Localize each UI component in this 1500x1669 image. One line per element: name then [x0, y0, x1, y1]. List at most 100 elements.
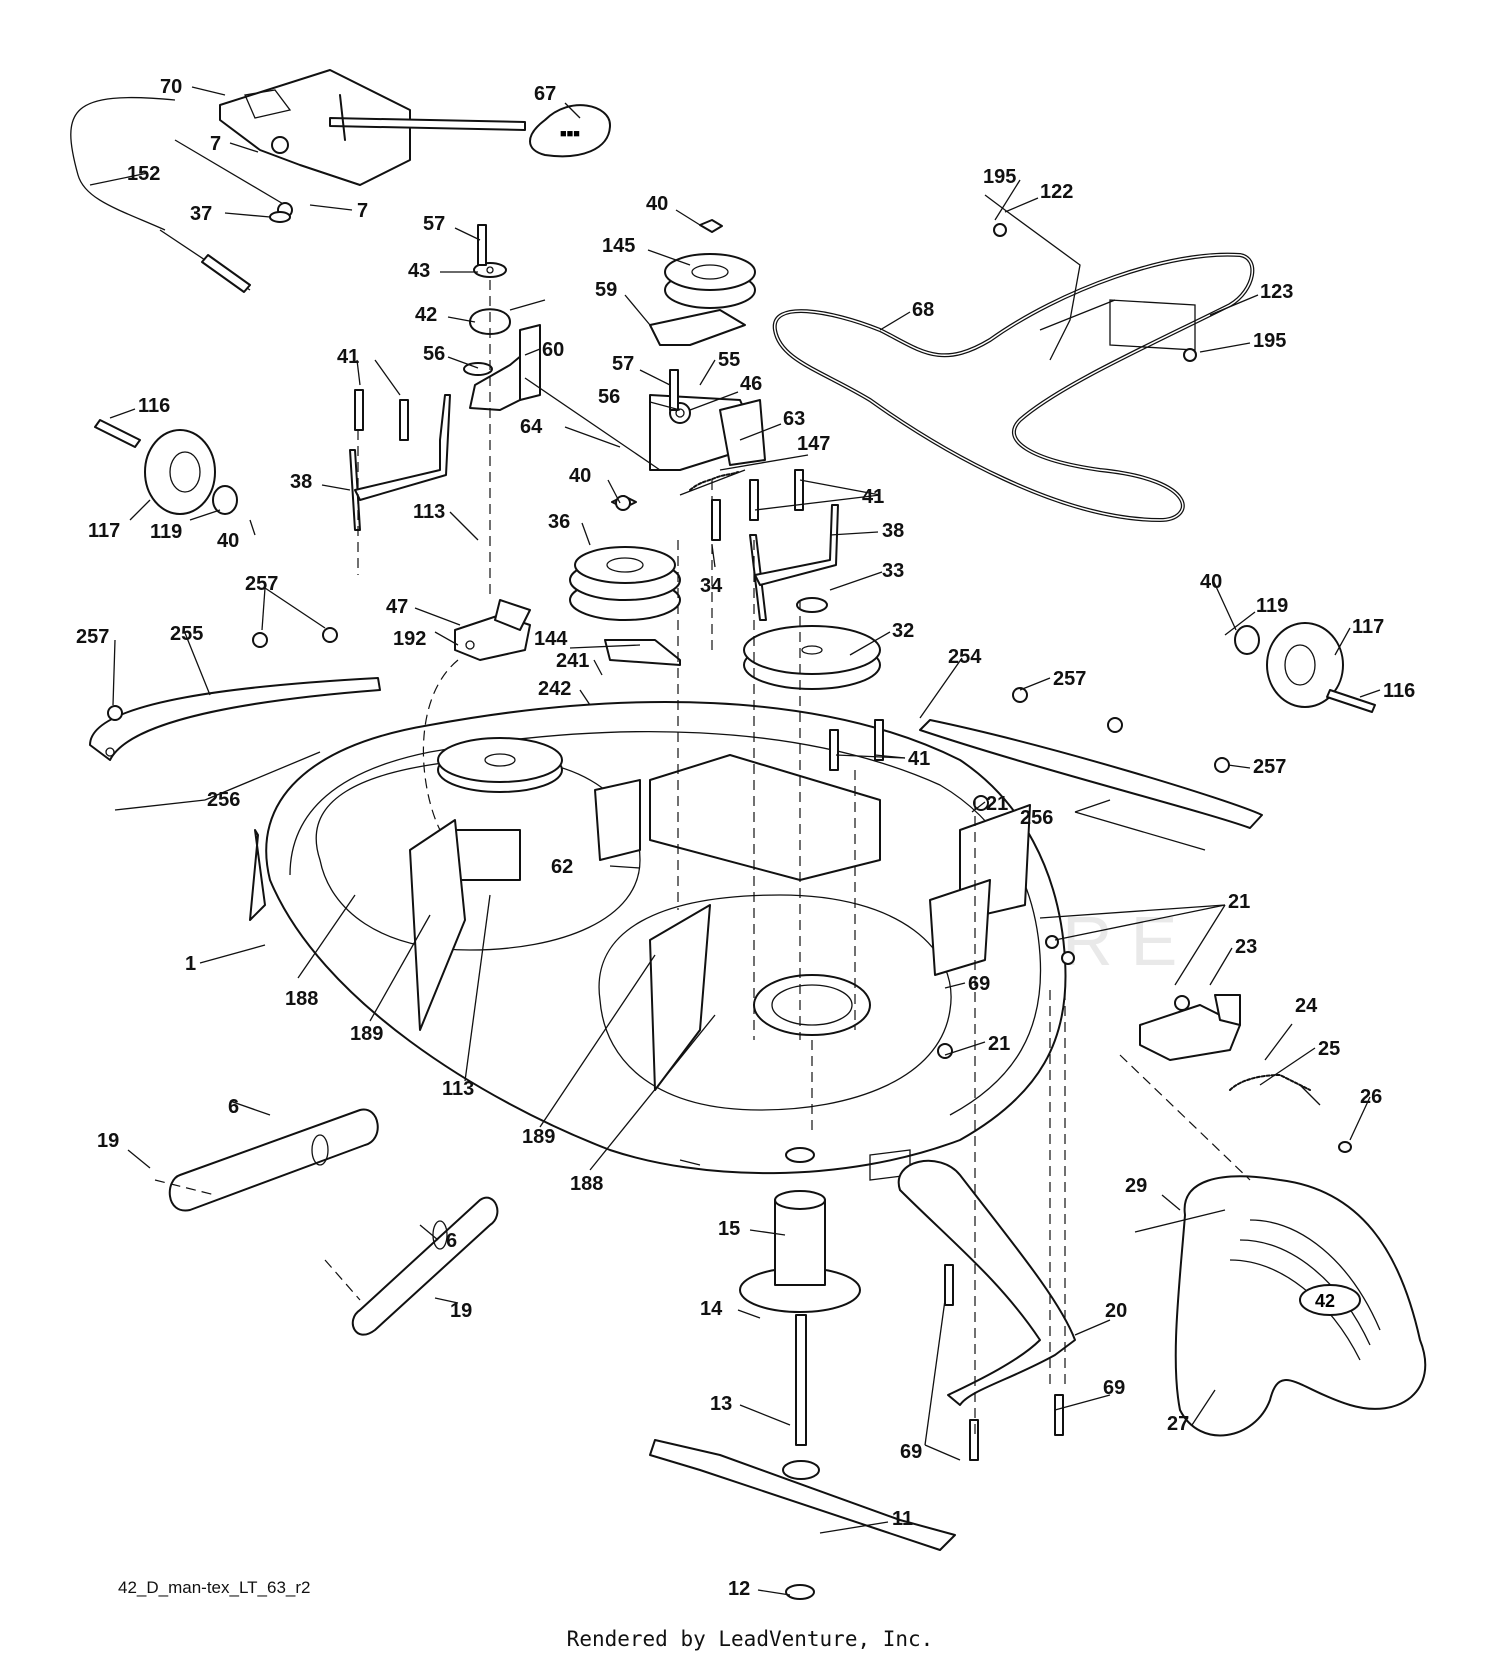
callout-145: 145: [602, 235, 635, 257]
callout-188: 188: [570, 1173, 603, 1195]
callout-40: 40: [646, 193, 668, 215]
torsion-spring-25: [1229, 1074, 1321, 1106]
lift-handle-grip: ■■■: [529, 104, 611, 158]
callout-192: 192: [393, 628, 426, 650]
callout-29: 29: [1125, 1175, 1147, 1197]
callout-20: 20: [1105, 1300, 1127, 1322]
hinge-rod-29: [1134, 1209, 1226, 1233]
callout-26: 26: [1360, 1086, 1382, 1108]
callout-57: 57: [612, 353, 634, 375]
callout-56: 56: [423, 343, 445, 365]
callout-42: 42: [415, 304, 437, 326]
callout-40: 40: [569, 465, 591, 487]
callout-19: 19: [97, 1130, 119, 1152]
callout-69: 69: [968, 973, 990, 995]
callout-41: 41: [337, 346, 359, 368]
callout-113: 113: [442, 1078, 474, 1100]
callout-256: 256: [1020, 807, 1053, 829]
hardware-fasteners: [107, 211, 1352, 1461]
callout-leaders: [89, 86, 1381, 1596]
spindle-shaft-13: [782, 1314, 820, 1480]
callout-144: 144: [534, 628, 568, 650]
bracket-47: [454, 599, 531, 661]
callout-147: 147: [797, 433, 830, 455]
callout-255: 255: [170, 623, 203, 645]
callout-47: 47: [386, 596, 408, 618]
drive-belt: [772, 252, 1255, 522]
callout-119: 119: [1256, 595, 1288, 617]
callout-67: 67: [534, 83, 556, 105]
callout-62: 62: [551, 856, 573, 878]
callout-21: 21: [988, 1033, 1010, 1055]
callout-257: 257: [245, 573, 278, 595]
stabilizer-bar-255: [89, 677, 381, 761]
callout-257: 257: [76, 626, 109, 648]
callout-36: 36: [548, 511, 570, 533]
callout-19: 19: [450, 1300, 472, 1322]
callout-63: 63: [783, 408, 805, 430]
callout-6: 6: [446, 1230, 457, 1252]
drawing-code-label: 42_D_man-tex_LT_63_r2: [118, 1578, 311, 1597]
stabilizer-bar-254: [919, 719, 1263, 829]
callout-113: 113: [413, 501, 445, 523]
callout-117: 117: [88, 520, 120, 542]
callout-25: 25: [1318, 1038, 1340, 1060]
callout-21: 21: [1228, 891, 1250, 913]
mower-deck: [249, 701, 1067, 1181]
callout-242: 242: [538, 678, 571, 700]
callout-56: 56: [598, 386, 620, 408]
callout-21: 21: [986, 793, 1008, 815]
callout-195: 195: [983, 166, 1016, 188]
callout-37: 37: [190, 203, 212, 225]
callout-68: 68: [912, 299, 934, 321]
callout-13: 13: [710, 1393, 732, 1415]
callout-23: 23: [1235, 936, 1257, 958]
idler-pulley-36: [569, 495, 681, 621]
callout-27: 27: [1167, 1413, 1189, 1435]
callout-1: 1: [185, 953, 196, 975]
callout-41: 41: [908, 748, 930, 770]
callout-256: 256: [207, 789, 240, 811]
callout-15: 15: [718, 1218, 740, 1240]
callout-69: 69: [1103, 1377, 1125, 1399]
callout-117: 117: [1352, 616, 1384, 638]
callout-12: 12: [728, 1578, 750, 1600]
svg-text:■■■: ■■■: [560, 128, 580, 140]
callout-189: 189: [350, 1023, 383, 1045]
callout-32: 32: [892, 620, 914, 642]
callout-59: 59: [595, 279, 617, 301]
callout-188: 188: [285, 988, 318, 1010]
belt-guide-rods: [984, 194, 1197, 362]
callout-38: 38: [882, 520, 904, 542]
render-credit: Rendered by LeadVenture, Inc.: [566, 1627, 934, 1651]
gauge-wheel-left: [94, 419, 238, 515]
callout-11: 11: [892, 1508, 913, 1530]
front-bracket-6-upper: [168, 1108, 379, 1212]
discharge-chute-27: 42: [1174, 1175, 1427, 1437]
chute-badge-text: 42: [1315, 1291, 1335, 1311]
callout-labels: 70 67 7 152 7 37 40 195 122 57 145 43 59…: [76, 76, 1415, 1600]
callout-119: 119: [150, 521, 182, 543]
callout-64: 64: [520, 416, 543, 438]
idler-bracket-60: [463, 262, 546, 411]
spindle-housing-14: [739, 1147, 861, 1313]
pulley-bracket-144: [604, 639, 681, 666]
callout-57: 57: [423, 213, 445, 235]
blade-bolt-12: [785, 1584, 815, 1600]
callout-43: 43: [408, 260, 430, 282]
idler-pulley-145: [664, 219, 756, 309]
chute-bracket-23: [1139, 994, 1241, 1061]
callout-55: 55: [718, 349, 740, 371]
callout-60: 60: [542, 339, 564, 361]
idler-rod-64: [524, 377, 661, 471]
callout-70: 70: [160, 76, 182, 98]
front-bracket-6-lower: [351, 1196, 499, 1336]
callout-34: 34: [700, 575, 723, 597]
callout-241: 241: [556, 650, 589, 672]
assembly-guide-lines: [154, 280, 1251, 1440]
callout-152: 152: [127, 163, 160, 185]
callout-38: 38: [290, 471, 312, 493]
callout-24: 24: [1295, 995, 1318, 1017]
deck-spindle-pulley-left: [437, 737, 563, 793]
